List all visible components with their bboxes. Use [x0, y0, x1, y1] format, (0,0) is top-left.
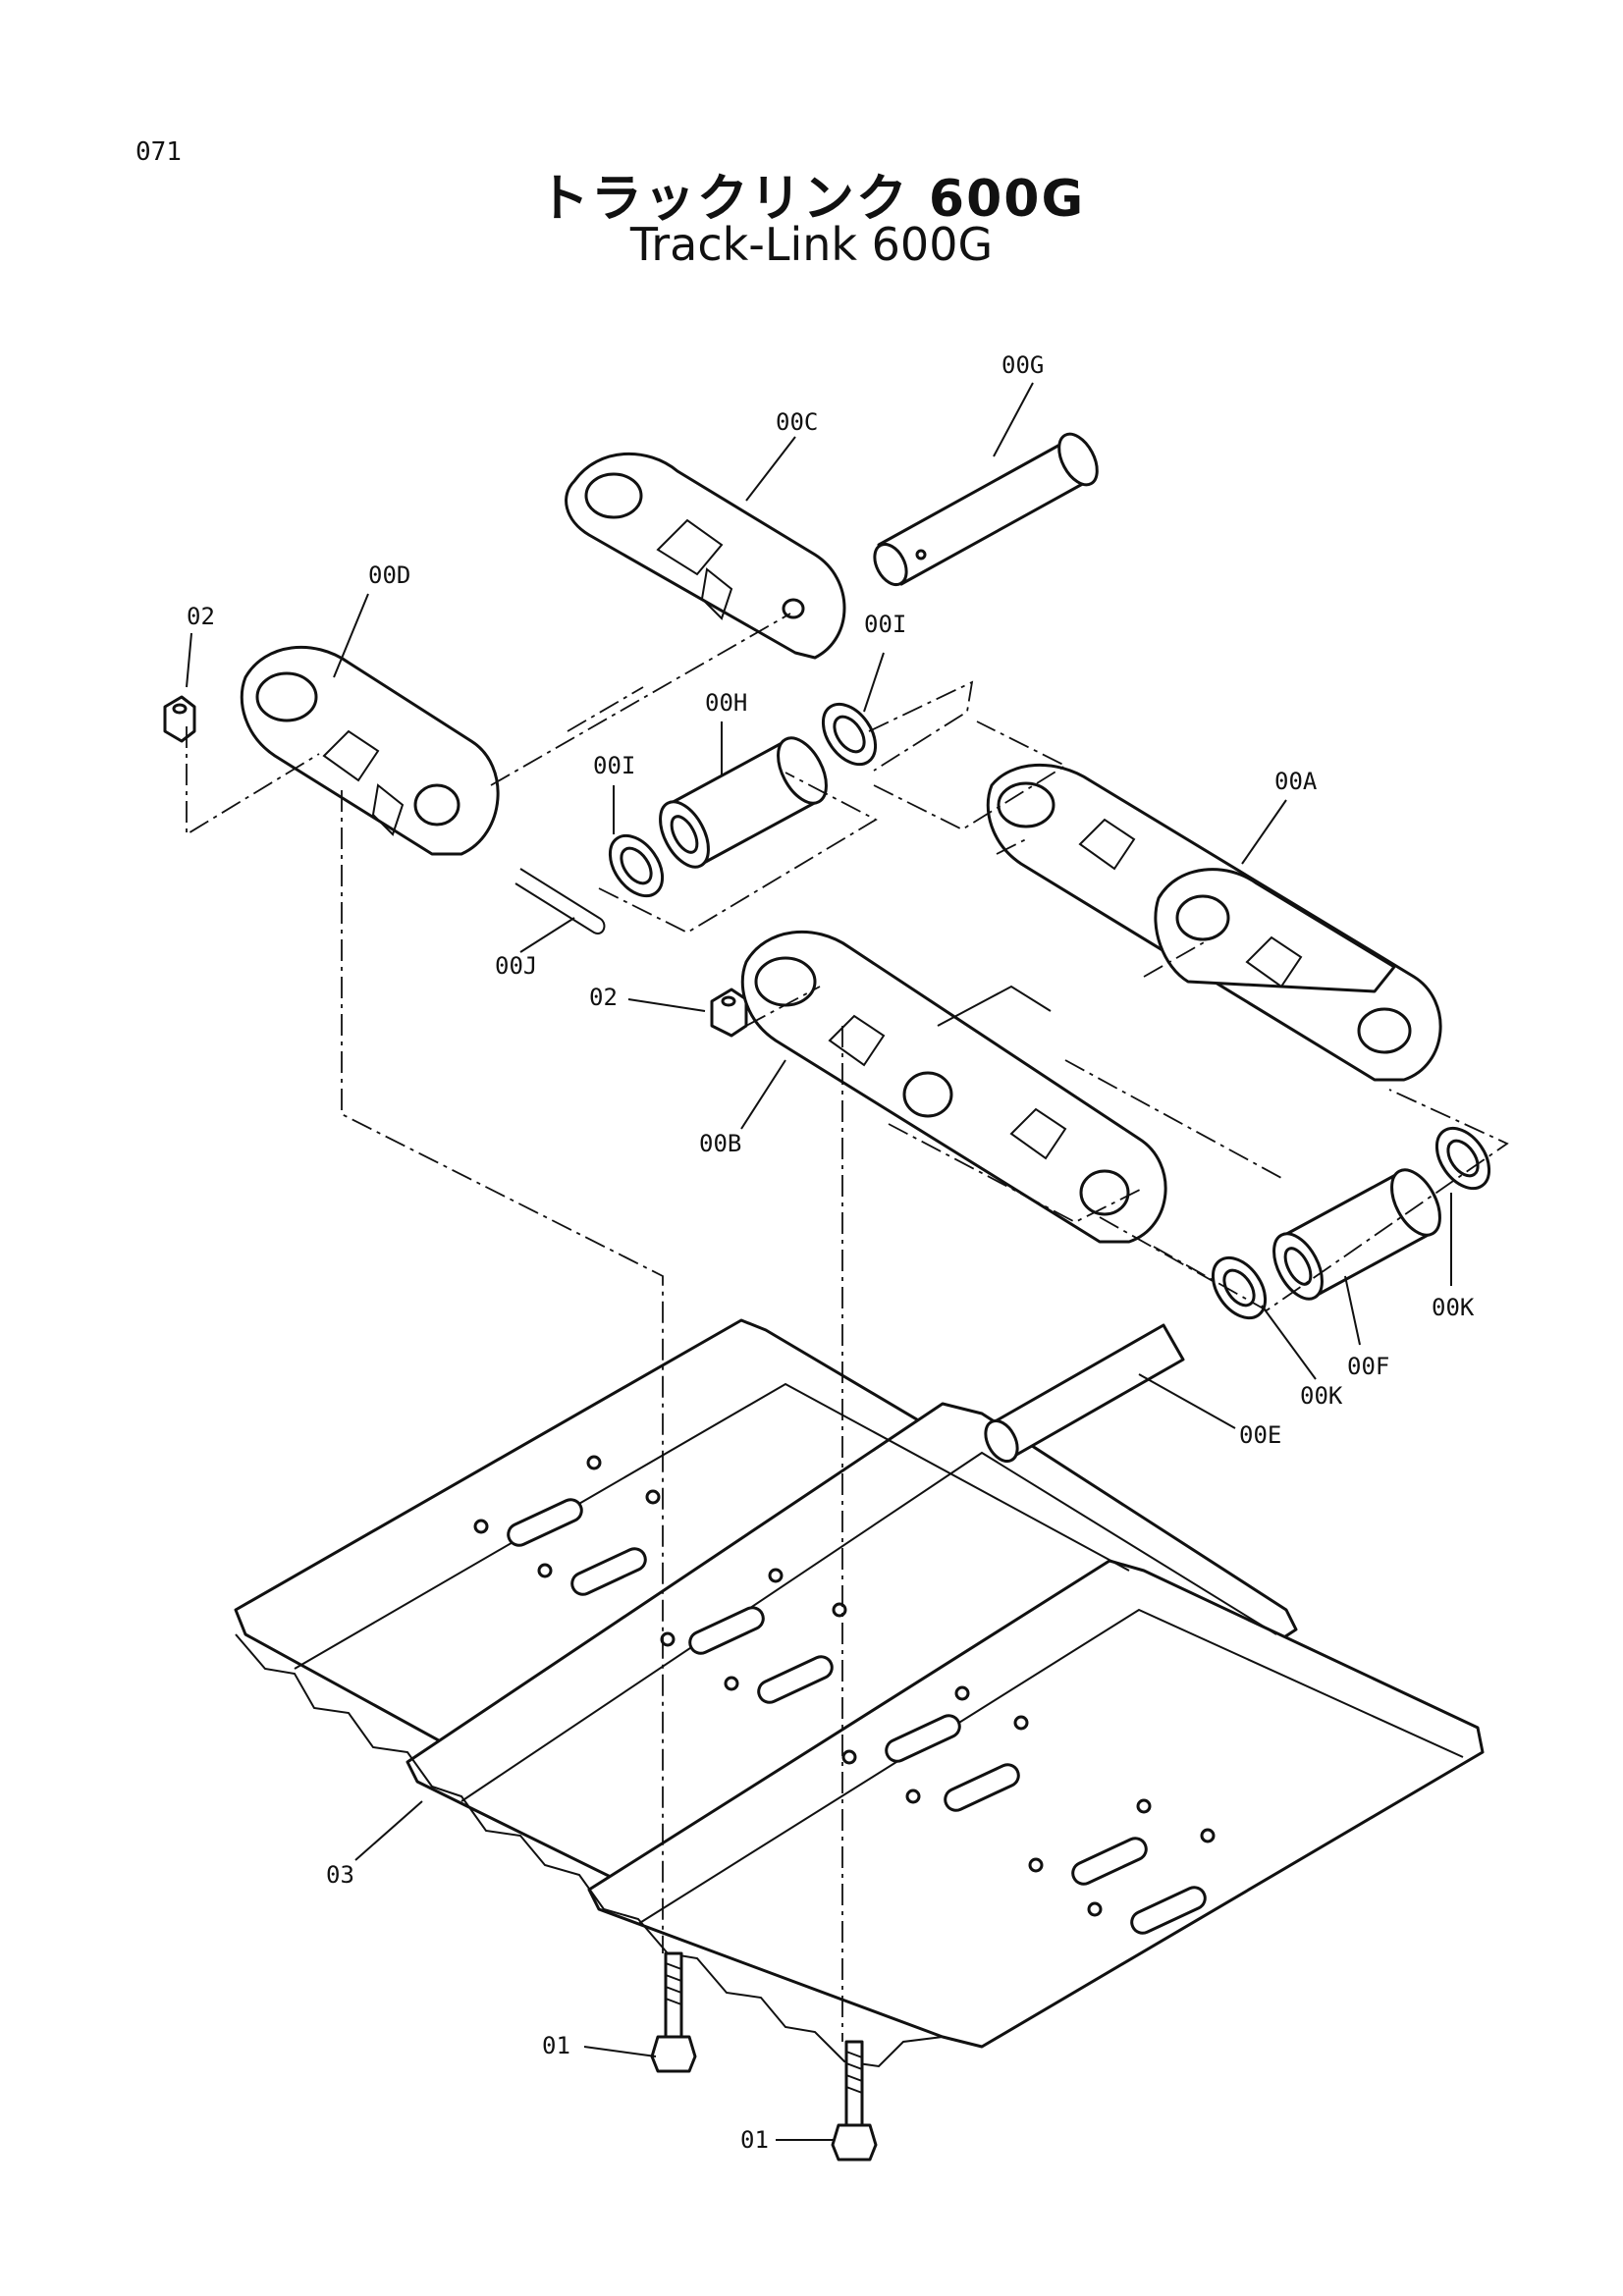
callout-labels: 00G 00C 00D 02 00I 00H 00I 00A 00J 02 00… — [187, 351, 1475, 2154]
seal-00K-left — [1211, 1255, 1268, 1320]
leader-lines — [186, 382, 1452, 2141]
callout-01-left: 01 — [542, 2032, 570, 2059]
callout-00C: 00C — [776, 408, 818, 436]
title-english: Track-Link 600G — [629, 218, 994, 271]
link-00B — [740, 930, 1167, 1244]
seal-00I-right — [821, 702, 878, 767]
callout-01-right: 01 — [740, 2126, 769, 2154]
shoe-ridge-3 — [637, 1608, 1464, 1925]
bushing-00H — [659, 736, 828, 869]
bolt-01-left — [650, 1951, 697, 2073]
assembly-center-lines — [186, 613, 1509, 2042]
track-shoe-3 — [587, 1559, 1485, 2049]
page-number: 071 — [135, 137, 182, 167]
track-shoe-grousers — [235, 1633, 944, 2068]
link-00D — [240, 645, 500, 856]
link-00A — [986, 763, 1442, 1082]
callout-00K-right: 00K — [1432, 1294, 1475, 1321]
callout-00B: 00B — [699, 1130, 741, 1157]
seal-00K-right — [1434, 1126, 1491, 1191]
track-shoe-assembly — [234, 1318, 1485, 2068]
bushing-00F — [1272, 1168, 1441, 1301]
callout-00I-left: 00I — [593, 752, 635, 779]
callout-00I-right: 00I — [864, 611, 906, 638]
callout-02-upper: 02 — [187, 603, 215, 630]
callout-00D: 00D — [368, 561, 410, 589]
track-shoe-2 — [406, 1402, 1298, 1965]
callout-02-lower: 02 — [589, 984, 618, 1011]
title-japanese: トラックリンク 600G — [537, 170, 1086, 229]
seal-00I-left — [608, 833, 665, 898]
callout-00G: 00G — [1001, 351, 1044, 379]
callout-00E: 00E — [1239, 1421, 1281, 1449]
callout-00K-left: 00K — [1300, 1382, 1343, 1410]
shoe-slots — [507, 1498, 1207, 1935]
callout-00H: 00H — [705, 689, 747, 717]
callout-00F: 00F — [1347, 1353, 1389, 1380]
nut-02-upper — [163, 695, 196, 743]
nut-02-lower — [710, 988, 748, 1038]
bolt-01-right — [831, 2040, 878, 2162]
pin-00E — [984, 1323, 1185, 1464]
link-00C — [565, 452, 846, 660]
shoe-ridge-1 — [294, 1382, 1130, 1670]
callout-03: 03 — [326, 1861, 354, 1889]
pin-00G — [873, 432, 1099, 587]
callout-00J: 00J — [495, 952, 537, 980]
spring-pin-00J — [514, 868, 606, 934]
callout-00A: 00A — [1274, 768, 1318, 795]
shoe-ridge-2 — [460, 1451, 1277, 1802]
